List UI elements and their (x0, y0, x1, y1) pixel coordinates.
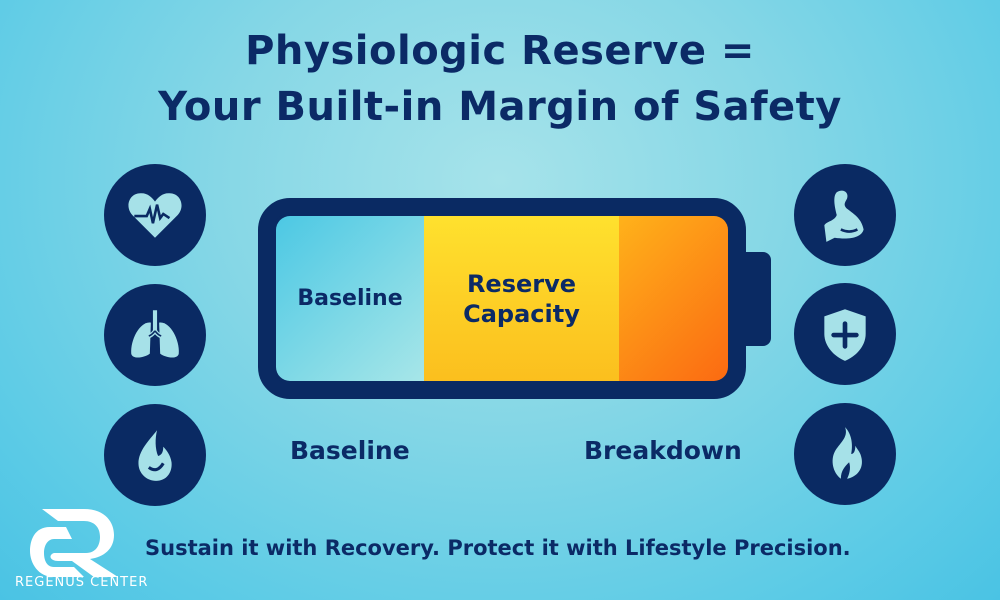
flexed-arm-icon (794, 164, 896, 266)
battery-gauge: Baseline Reserve Capacity (258, 198, 746, 399)
lungs-icon (104, 284, 206, 386)
title-line-2: Your Built-in Margin of Safety (158, 84, 842, 130)
heart-pulse-icon (104, 164, 206, 266)
regenus-logo (30, 509, 118, 577)
breakdown-label: Breakdown (584, 436, 742, 465)
shield-plus-icon (794, 283, 896, 385)
breakdown-segment (619, 216, 728, 381)
battery-terminal (744, 252, 771, 346)
title-line-1: Physiologic Reserve = (245, 28, 755, 74)
tagline: Sustain it with Recovery. Protect it wit… (145, 536, 851, 560)
baseline-segment: Baseline (276, 216, 424, 381)
reserve-capacity-segment: Reserve Capacity (424, 216, 619, 381)
brand-name: REGENUS CENTER (15, 575, 149, 590)
fire-icon (794, 403, 896, 505)
baseline-label: Baseline (290, 436, 410, 465)
flame-drop-icon (104, 404, 206, 506)
